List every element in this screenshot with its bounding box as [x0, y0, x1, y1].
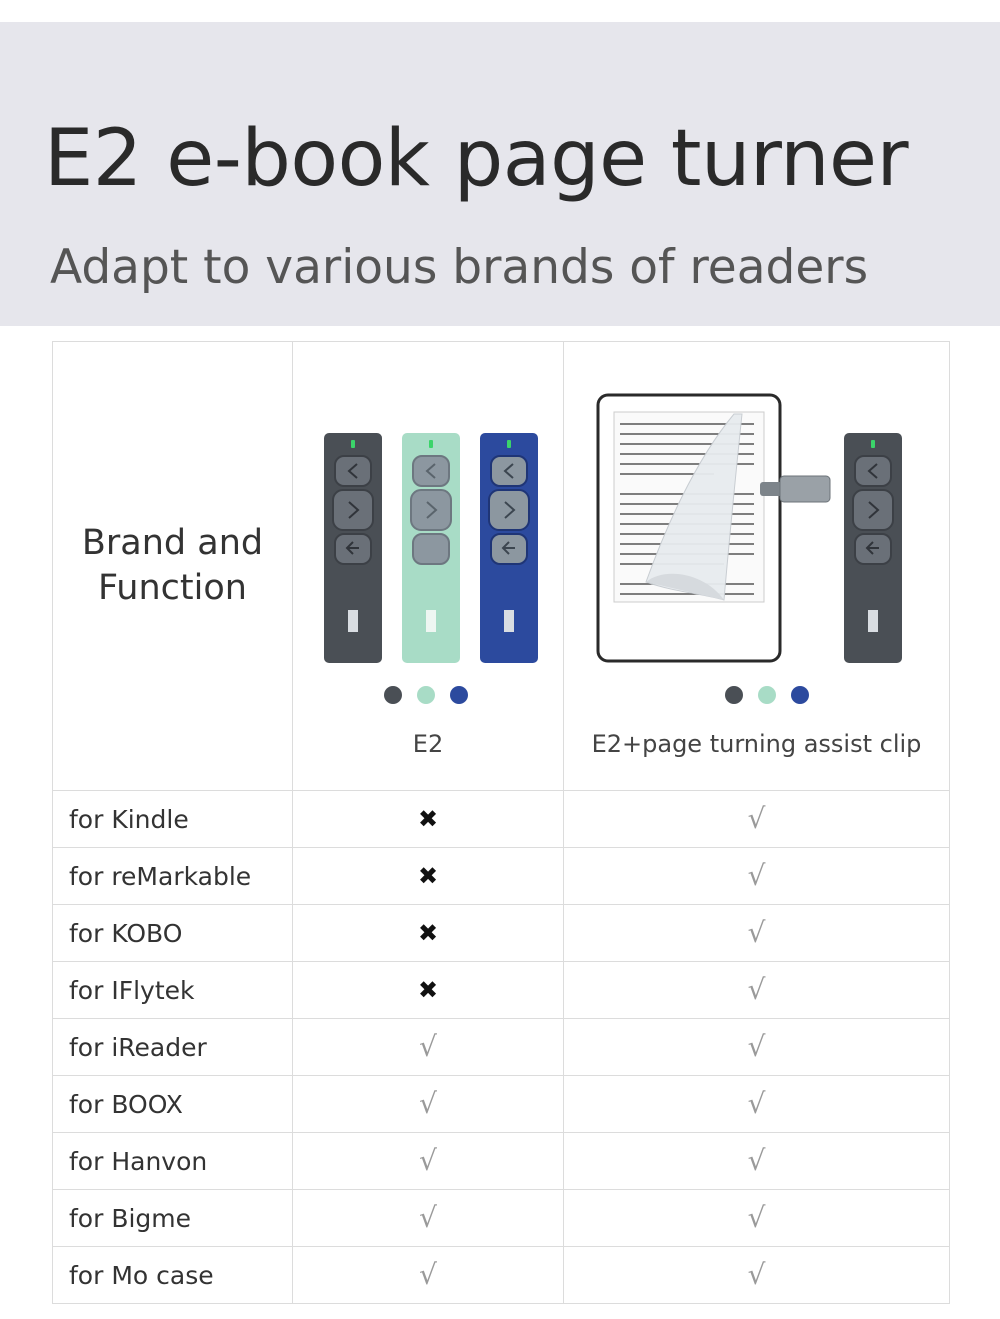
clip-support-cell: √ — [564, 791, 949, 847]
header-banner: E2 e-book page turner Adapt to various b… — [0, 22, 1000, 326]
color-dot-mint — [758, 686, 776, 704]
e2-support-cell: √ — [293, 1133, 564, 1189]
brand-cell: for Bigme — [53, 1190, 293, 1246]
table-row: for BOOX √ √ — [53, 1076, 949, 1133]
clip-support-cell: √ — [564, 1247, 949, 1303]
corner-label-line2: Function — [98, 568, 247, 608]
e2-support-cell: ✖ — [293, 848, 564, 904]
product-e2-clip-header: E2+page turning assist clip — [564, 342, 949, 790]
support-mark: √ — [747, 973, 766, 1006]
brand-cell: for Kindle — [53, 791, 293, 847]
support-mark: ✖ — [417, 919, 439, 947]
color-dot-dark — [384, 686, 402, 704]
clip-support-cell: √ — [564, 962, 949, 1018]
support-mark: √ — [419, 1030, 437, 1063]
table-row: for reMarkable ✖ √ — [53, 848, 949, 905]
clip-support-cell: √ — [564, 848, 949, 904]
support-mark: ✖ — [417, 805, 439, 833]
brand-function-header: Brand and Function — [53, 342, 293, 790]
page-turner-remote-icon — [402, 433, 460, 663]
support-mark: √ — [747, 1258, 766, 1291]
e2-support-cell: √ — [293, 1190, 564, 1246]
e2-support-cell: √ — [293, 1076, 564, 1132]
support-mark: √ — [419, 1144, 437, 1177]
page-subtitle: Adapt to various brands of readers — [50, 240, 869, 295]
corner-label-line1: Brand and — [81, 522, 264, 563]
e2-support-cell: ✖ — [293, 962, 564, 1018]
table-row: for Mo case √ √ — [53, 1247, 949, 1304]
e2-support-cell: ✖ — [293, 905, 564, 961]
page-turner-remote-icon — [480, 433, 538, 663]
table-row: for KOBO ✖ √ — [53, 905, 949, 962]
support-mark: √ — [747, 802, 766, 835]
color-dot-blue — [791, 686, 809, 704]
support-mark: ✖ — [417, 862, 439, 890]
brand-cell: for KOBO — [53, 905, 293, 961]
support-mark: √ — [747, 1144, 766, 1177]
clip-support-cell: √ — [564, 1133, 949, 1189]
table-row: for iReader √ √ — [53, 1019, 949, 1076]
column-label-clip: E2+page turning assist clip — [591, 730, 922, 758]
support-mark: √ — [747, 916, 766, 949]
brand-cell: for Mo case — [53, 1247, 293, 1303]
clip-support-cell: √ — [564, 1076, 949, 1132]
brand-cell: for iReader — [53, 1019, 293, 1075]
brand-cell: for Hanvon — [53, 1133, 293, 1189]
table-row: for IFlytek ✖ √ — [53, 962, 949, 1019]
e2-support-cell: √ — [293, 1247, 564, 1303]
table-row: for Bigme √ √ — [53, 1190, 949, 1247]
product-e2-header: E2 — [293, 342, 564, 790]
e2-remotes-image — [324, 433, 538, 663]
column-label-e2: E2 — [412, 730, 444, 758]
clip-support-cell: √ — [564, 1190, 949, 1246]
assist-clip-icon — [760, 475, 831, 503]
support-mark: √ — [419, 1087, 437, 1120]
color-options-e2 — [384, 686, 468, 704]
support-mark: √ — [747, 1030, 766, 1063]
e2-support-cell: ✖ — [293, 791, 564, 847]
page-turner-remote-icon — [844, 433, 902, 663]
support-mark: √ — [419, 1258, 437, 1291]
color-dot-dark — [725, 686, 743, 704]
page-turner-remote-icon — [324, 433, 382, 663]
support-mark: √ — [419, 1201, 437, 1234]
color-options-clip — [725, 686, 809, 704]
ereader-device-icon — [596, 393, 782, 663]
brand-cell: for BOOX — [53, 1076, 293, 1132]
color-dot-mint — [417, 686, 435, 704]
brand-cell: for reMarkable — [53, 848, 293, 904]
support-mark: √ — [747, 859, 766, 892]
color-dot-blue — [450, 686, 468, 704]
page-title: E2 e-book page turner — [44, 114, 909, 204]
support-mark: √ — [747, 1087, 766, 1120]
table-header-row: Brand and Function — [53, 341, 949, 791]
table-row: for Kindle ✖ √ — [53, 791, 949, 848]
e2-support-cell: √ — [293, 1019, 564, 1075]
support-mark: √ — [747, 1201, 766, 1234]
support-mark: ✖ — [417, 976, 439, 1004]
clip-support-cell: √ — [564, 905, 949, 961]
e2-clip-image — [596, 393, 902, 663]
table-row: for Hanvon √ √ — [53, 1133, 949, 1190]
compatibility-table: Brand and Function — [52, 341, 950, 1304]
clip-support-cell: √ — [564, 1019, 949, 1075]
brand-cell: for IFlytek — [53, 962, 293, 1018]
